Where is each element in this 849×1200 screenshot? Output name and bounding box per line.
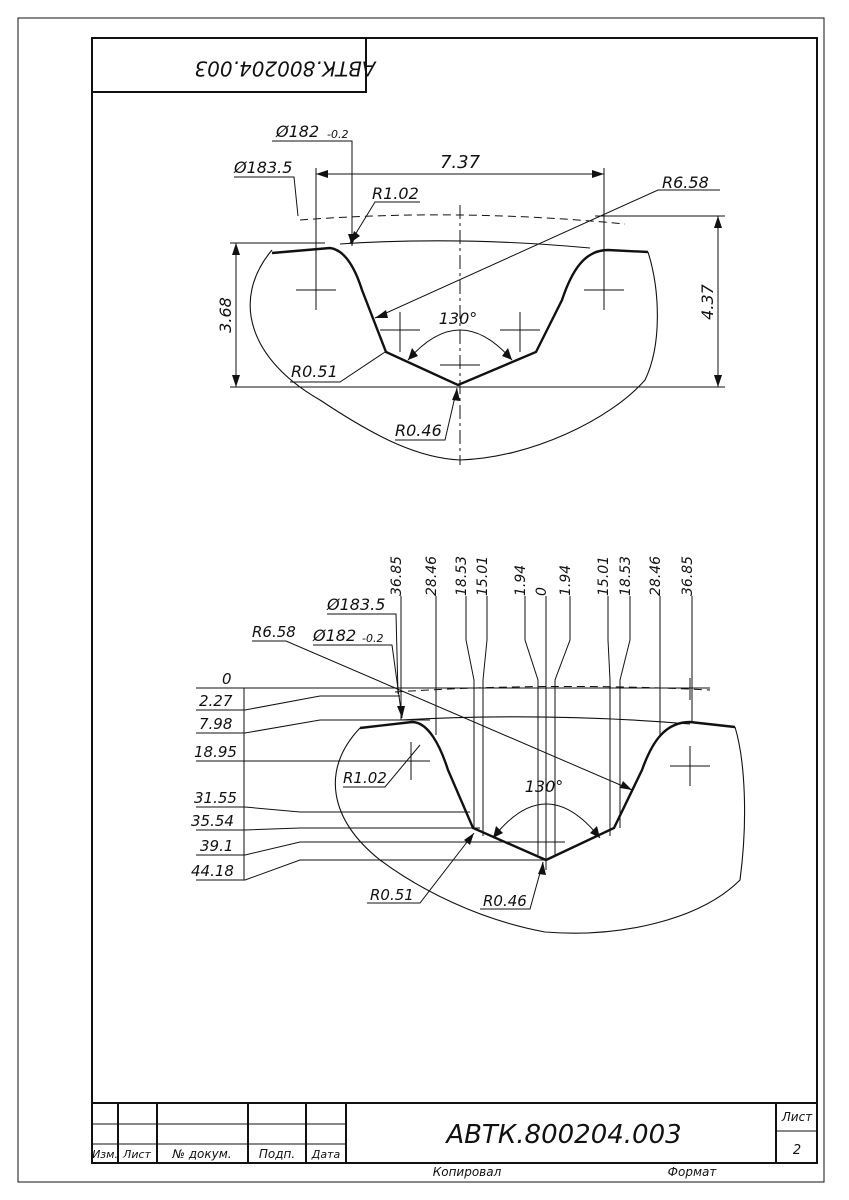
v1-dia182-tol: -0.2 [327,128,348,141]
sheet-frame [17,17,825,1183]
row-label: 0 [222,670,232,688]
col-label: 18.53 [454,556,470,596]
v1-r046: R0.46 [395,421,442,440]
col-label: 1.94 [513,565,529,596]
v2-r102: R1.02 [343,769,387,787]
top-stamp-text: АВТК.800204.003 [194,57,377,81]
col-label: 28.46 [648,556,664,596]
col-label: 36.85 [680,556,696,596]
row-label: 31.55 [194,789,237,807]
row-label: 39.1 [200,837,233,855]
title-block [92,1102,817,1163]
view1-arc-182 [339,240,591,249]
view2-row-labels: 0 2.27 7.98 18.95 31.55 35.54 39.1 44.18 [191,670,237,880]
col-label: 15.01 [475,556,491,596]
row-label: 44.18 [191,862,234,880]
tb-header: Лист [122,1148,151,1161]
v1-height-right: 4.37 [698,283,717,319]
v1-dia182: Ø182 [275,122,319,141]
tb-header: № докум. [171,1147,231,1161]
v1-width: 7.37 [440,152,481,173]
v1-angle: 130° [439,309,478,328]
view-1 [230,140,725,465]
tb-header: Изм. [92,1148,118,1161]
v2-dia1835: Ø183.5 [326,595,385,614]
col-label: 36.85 [389,556,405,596]
tb-copied: Копировал [433,1165,502,1179]
v2-dia182: Ø182 [312,626,356,645]
col-label: 1.94 [558,565,574,596]
v1-r658: R6.58 [662,173,709,192]
row-label: 35.54 [191,812,234,830]
row-label: 2.27 [199,692,233,710]
tb-header: Дата [311,1148,341,1161]
tb-format: Формат [668,1165,718,1179]
col-label: 15.01 [596,556,612,596]
row-label: 18.95 [194,743,237,761]
v1-r051: R0.51 [291,362,338,381]
tb-sheet-number: 2 [793,1143,801,1158]
v2-r051: R0.51 [370,886,414,904]
view-2 [196,596,746,934]
tb-designation: АВТК.800204.003 [444,1120,681,1150]
row-label: 7.98 [199,715,232,733]
v1-dia1835: Ø183.5 [233,158,292,177]
col-label: 28.46 [424,556,440,596]
view1-slot-profile [271,246,649,387]
v2-angle: 130° [525,777,564,796]
v1-height-left: 3.68 [216,297,235,333]
tb-sheet-label: Лист [781,1110,813,1124]
view1-outer-contour [249,249,658,461]
v1-r102: R1.02 [372,184,419,203]
view2-column-labels: 36.85 28.46 18.53 15.01 1.94 0 1.94 15.0… [389,556,696,596]
view1-arc-1835 [299,214,626,225]
col-label: 18.53 [618,556,634,596]
view2-outer-contour [334,726,746,934]
top-stamp: АВТК.800204.003 [91,37,378,93]
v2-r658: R6.58 [252,623,296,641]
v2-dia182-tol: -0.2 [362,632,383,645]
col-label: 0 [534,587,550,596]
tb-header: Подп. [259,1147,295,1161]
v2-r046: R0.46 [483,892,527,910]
